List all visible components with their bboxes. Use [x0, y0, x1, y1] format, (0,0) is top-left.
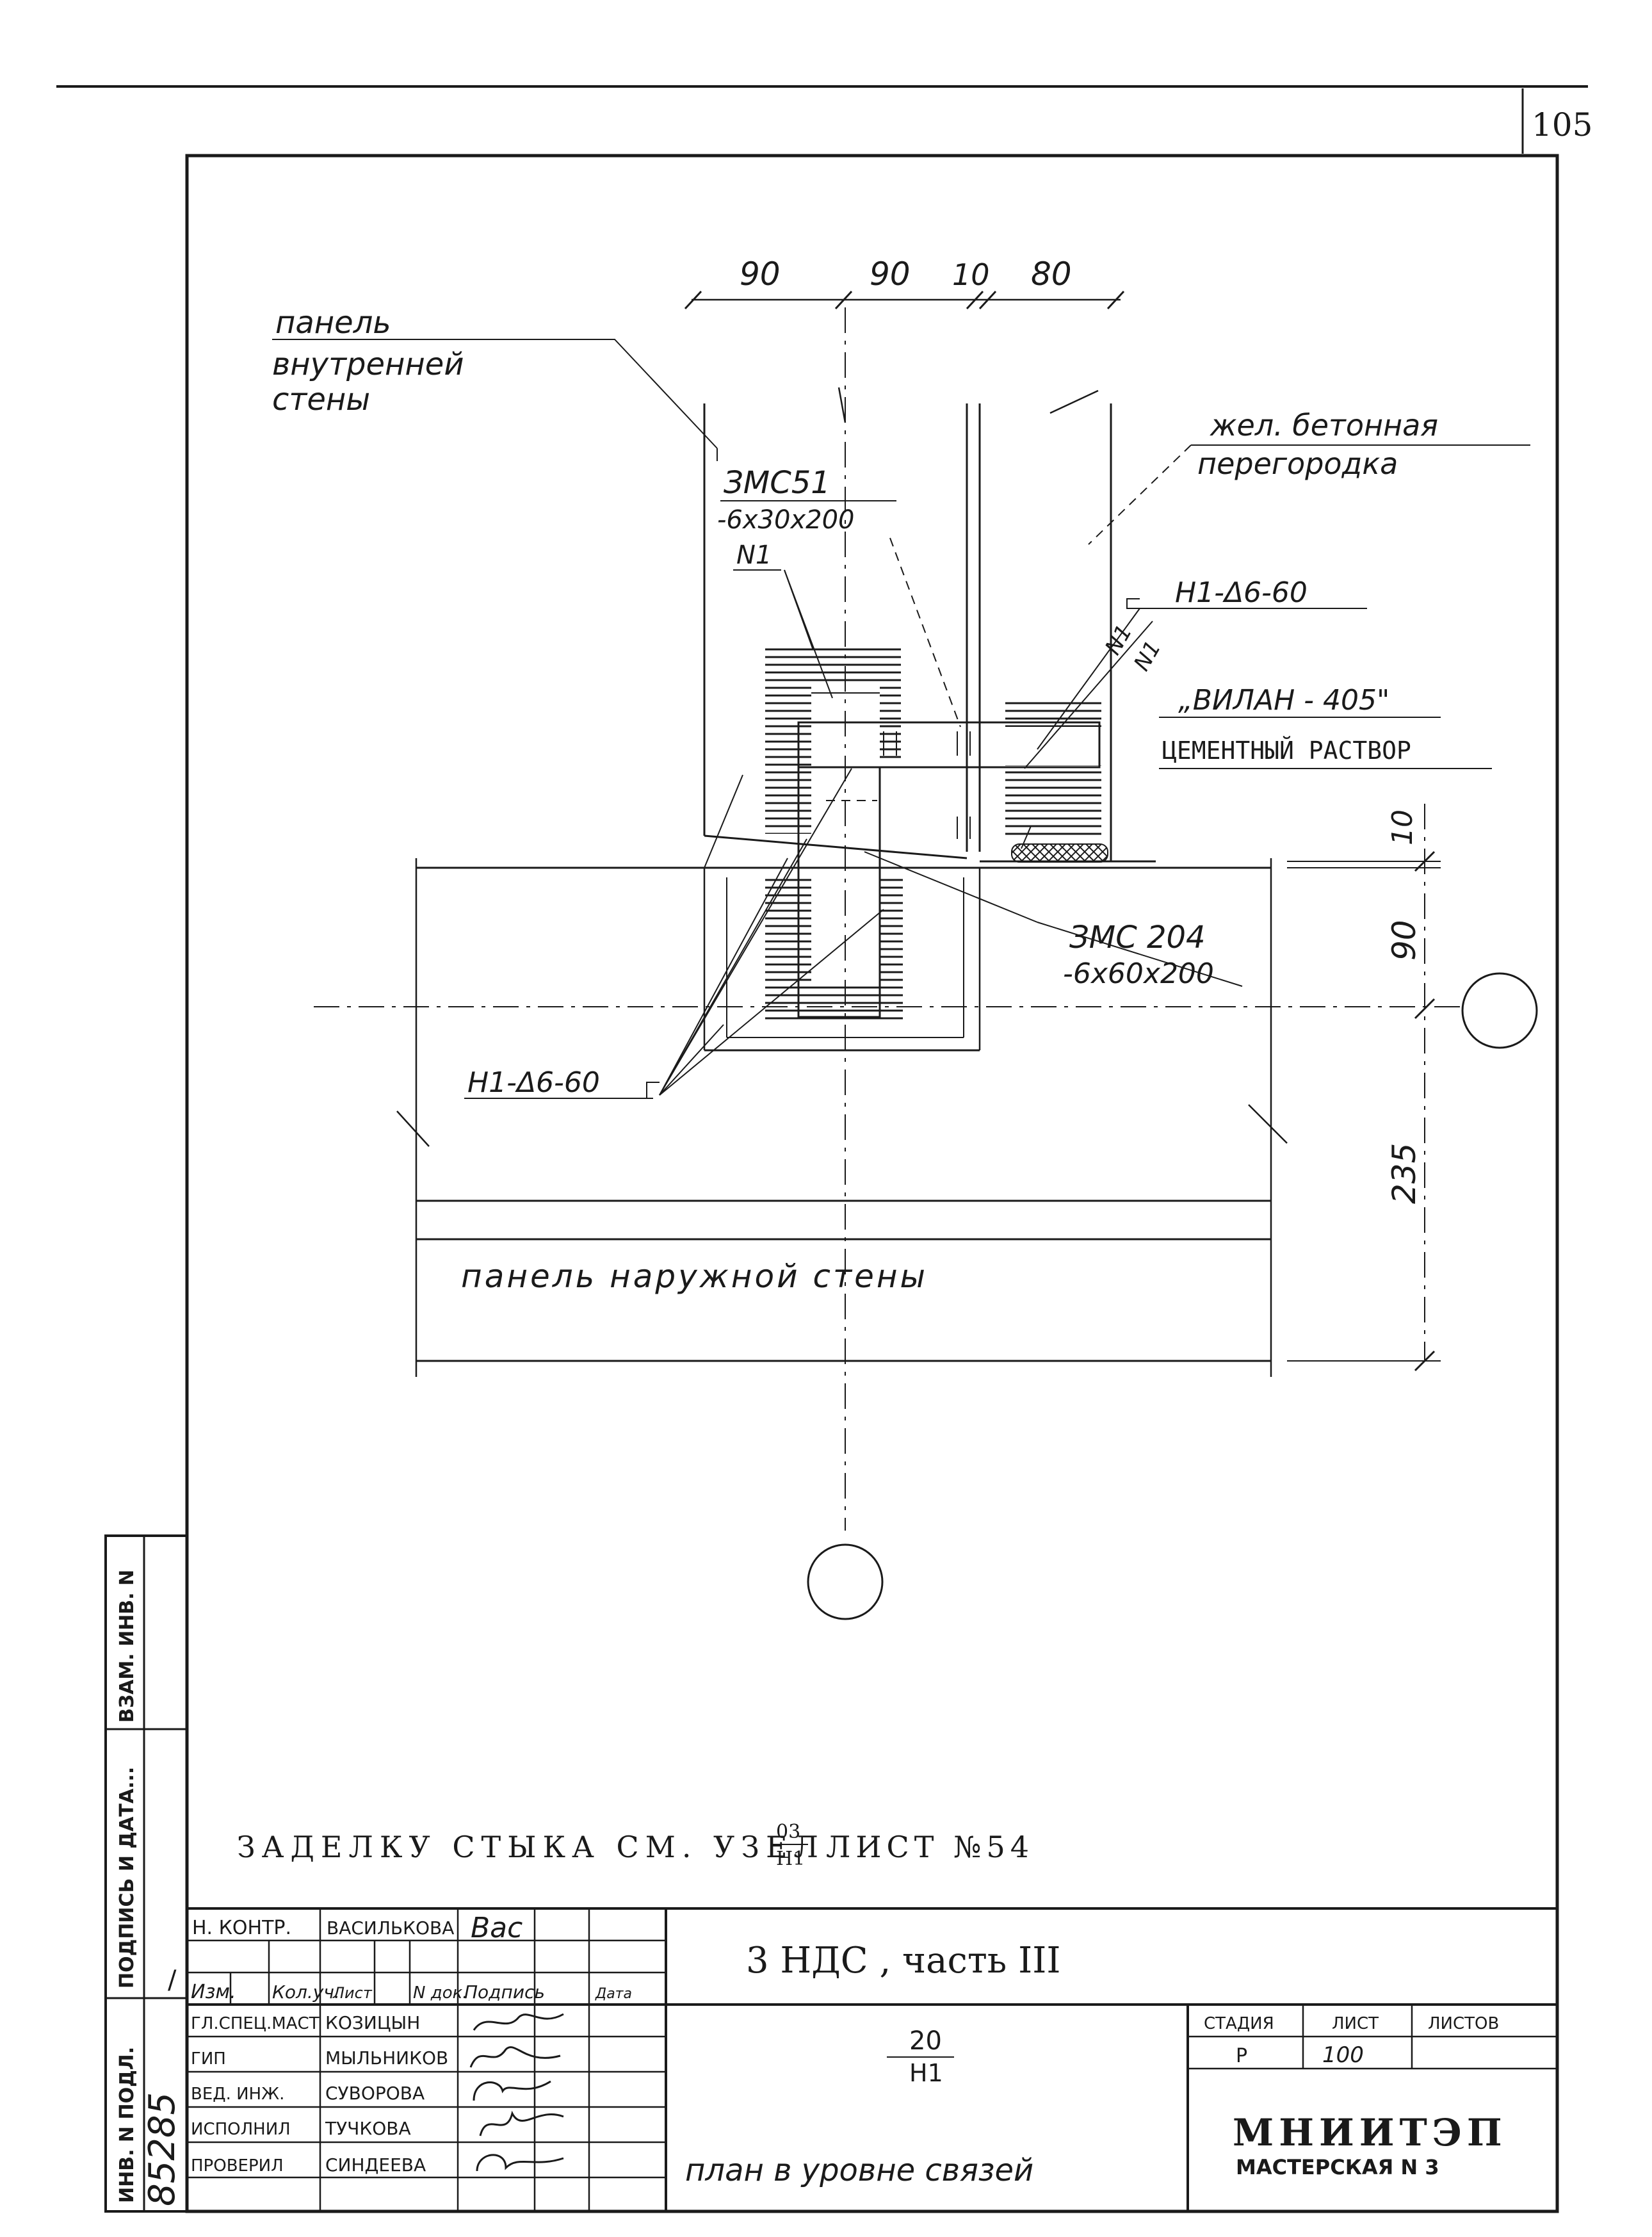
person-name-2: МЫЛЬНИКОВ [325, 2047, 448, 2069]
note-fraction-top: 03 [776, 1821, 800, 1843]
label-3mc51: ЗМС51 [724, 465, 830, 501]
label-anchor-bottom: Н1-Δ6-60 [467, 1066, 600, 1099]
label-3mc51-size: -6х30х200 [717, 505, 854, 535]
side-cell-orig-inv: ИНВ. N ПОДЛ. [116, 2047, 138, 2203]
axis-bubble-right [1461, 972, 1538, 1049]
stage-value: Р [1236, 2045, 1247, 2067]
side-stamp: ВЗАМ. ИНВ. N ПОДПИСЬ И ДАТА... ИНВ. N ПО… [104, 1534, 188, 2213]
person-role-4: ИСПОЛНИЛ [191, 2120, 291, 2139]
title-block: Н. КОНТР. ВАСИЛЬКОВА Вас Изм. Кол.уч. Ли… [186, 1907, 1559, 2213]
corner-page-number: 105 [1532, 106, 1592, 143]
header-signature: Подпись [464, 1981, 545, 2003]
person-role-1: ГЛ.СПЕЦ.МАСТ [191, 2014, 320, 2033]
label-3mc204: ЗМС 204 [1069, 920, 1206, 956]
label-anchor-top: Н1-Δ6-60 [1175, 576, 1308, 609]
person-role-2: ГИП [191, 2049, 226, 2069]
header-sheet: Лист [332, 1984, 373, 2002]
side-slash: / [168, 1965, 177, 1995]
person-role-3: ВЕД. ИНЖ. [191, 2085, 284, 2104]
axis-bubble-bottom [807, 1543, 884, 1620]
code-bottom: Н1 [909, 2059, 943, 2087]
label-inner-wall-1: панель [275, 305, 391, 341]
stage-label: СТАДИЯ [1204, 2014, 1274, 2033]
note-suffix: ЛИСТ №54 [826, 1830, 1034, 1864]
header-qty: Кол.уч. [272, 1981, 340, 2003]
code-top: 20 [909, 2026, 942, 2056]
side-cell-sign-date: ПОДПИСЬ И ДАТА... [116, 1767, 138, 1989]
norm-control-role: Н. КОНТР. [192, 1917, 291, 1939]
side-handwritten-inv: 85285 [142, 2092, 183, 2206]
norm-control-signature: Вас [471, 1912, 522, 1944]
dim-top-2: 90 [870, 256, 911, 293]
dim-right-10: 10 [1386, 809, 1419, 845]
label-inner-wall-2: внутренней [272, 346, 464, 382]
project-title: 3 НДС , часть III [746, 1940, 1060, 1981]
label-n1-a: N1 [1100, 621, 1137, 660]
person-name-4: ТУЧКОВА [325, 2118, 411, 2139]
side-cell-replace-inv: ВЗАМ. ИНВ. N [116, 1570, 138, 1723]
label-rc-partition-2: перегородка [1197, 446, 1398, 481]
dim-right-235: 235 [1386, 1143, 1423, 1204]
person-name-1: КОЗИЦЫН [325, 2012, 420, 2033]
signature-marks [469, 2013, 564, 2172]
sheet-title: план в уровне связей [685, 2152, 1033, 2188]
label-rc-partition-1: жел. бетонная [1210, 408, 1438, 443]
label-inner-wall-3: стены [272, 382, 370, 418]
note-fraction-bottom: Н1 [776, 1848, 805, 1870]
dim-top-4: 80 [1031, 256, 1072, 293]
label-mortar: ЦЕМЕНТНЫЙ РАСТВОР [1162, 736, 1411, 765]
person-name-5: СИНДЕЕВА [325, 2154, 426, 2176]
joint-plan-drawing: 90 90 10 80 [272, 256, 1538, 1620]
dim-right-90: 90 [1386, 920, 1423, 961]
workshop: МАСТЕРСКАЯ N 3 [1236, 2155, 1439, 2179]
label-vilan: „ВИЛАН - 405" [1178, 684, 1389, 717]
person-role-5: ПРОВЕРИЛ [191, 2156, 284, 2176]
sheet-value: 100 [1322, 2042, 1364, 2068]
label-3mc51-n: N1 [736, 541, 772, 570]
org-name: МНИИТЭП [1233, 2111, 1507, 2154]
header-docnum: N док. [413, 1983, 468, 2003]
label-outer-wall: панель наружной стены [461, 1258, 928, 1295]
label-3mc204-size: -6х60х200 [1063, 957, 1214, 990]
person-name-3: СУВОРОВА [325, 2083, 425, 2104]
header-date: Дата [595, 1986, 632, 2002]
dim-top-1: 90 [740, 256, 781, 293]
note-prefix: ЗАДЕЛКУ СТЫКА СМ. УЗЕЛ [237, 1830, 825, 1864]
sheet-label: ЛИСТ [1332, 2014, 1379, 2033]
dim-top-3: 10 [952, 257, 990, 292]
sheets-label: ЛИСТОВ [1428, 2014, 1499, 2033]
header-rev: Изм. [191, 1981, 236, 2003]
norm-control-name: ВАСИЛЬКОВА [327, 1917, 454, 1939]
